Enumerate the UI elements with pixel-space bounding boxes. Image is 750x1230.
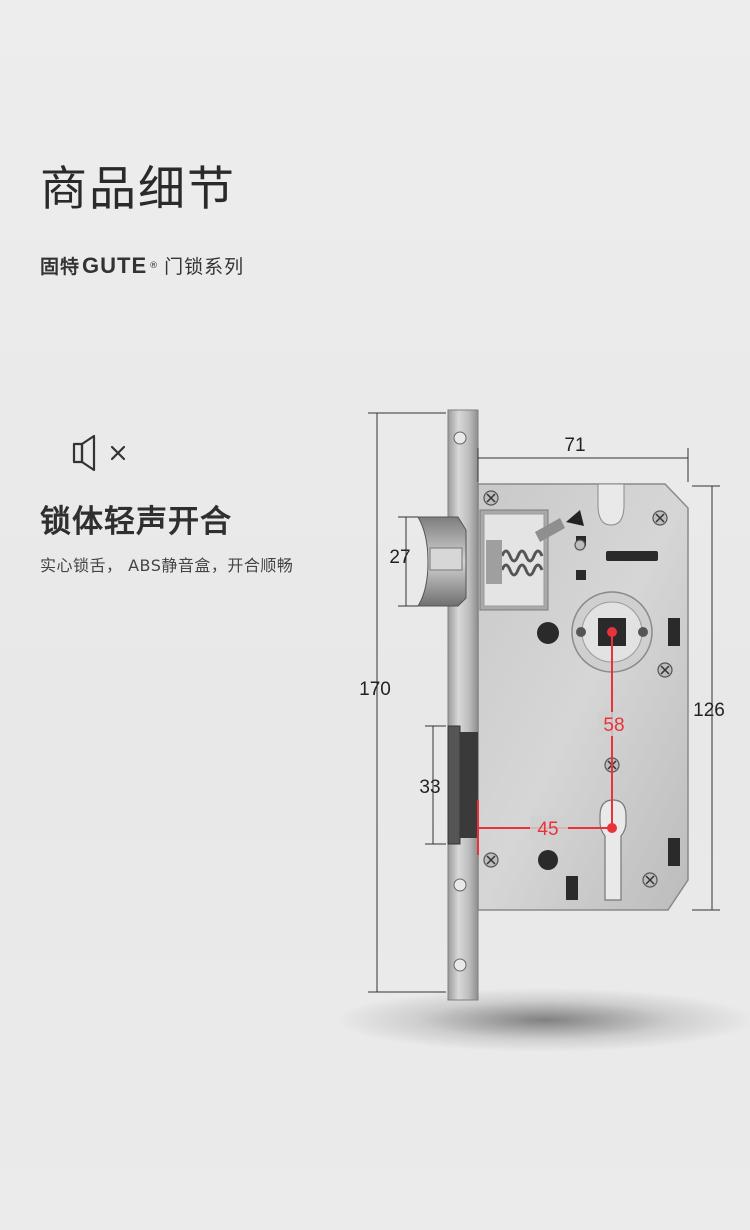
dim-label-width: 71 (564, 435, 585, 456)
feature-title: 锁体轻声开合 (40, 504, 232, 540)
dim-label-bolt: 33 (419, 777, 440, 798)
dim-label-latch: 27 (389, 547, 410, 568)
dim-label-total: 170 (359, 679, 391, 700)
brand-series: 门锁系列 (164, 256, 245, 278)
brand-prefix: 固特 (40, 256, 81, 278)
lock-body-diagram: 71 27 170 33 126 58 45 (340, 409, 750, 1052)
dimension-lines (368, 412, 720, 993)
feature-description: 实心锁舌， ABS静音盒，开合顺畅 (40, 556, 294, 575)
dim-label-center-distance: 58 (603, 715, 624, 736)
face-plate (447, 409, 479, 1001)
brand-registered-mark: ® (149, 260, 159, 271)
dim-label-body: 126 (693, 700, 725, 721)
latch-bolt (417, 516, 467, 607)
page-title: 商品细节 (40, 162, 236, 217)
dim-label-backset: 45 (537, 819, 558, 840)
brand-logo: GUTE (82, 252, 148, 278)
speaker-mute-icon (72, 434, 126, 472)
floor-shadow (340, 988, 750, 1052)
brand-line: 固特 GUTE ® 门锁系列 (40, 252, 244, 279)
lock-case (477, 483, 689, 911)
